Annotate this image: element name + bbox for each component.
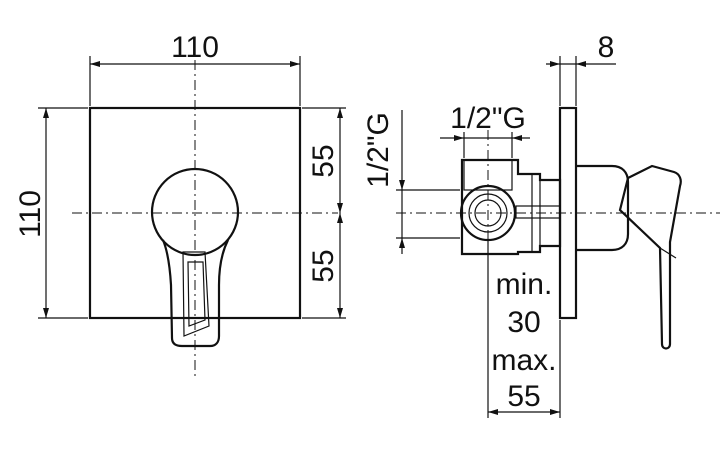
dim-plate-arrow-right	[576, 61, 586, 67]
plate-thickness-label: 8	[598, 31, 615, 64]
handle-lever	[161, 239, 229, 348]
depth-max-value: 55	[507, 380, 540, 413]
side-lever-detail	[659, 247, 677, 259]
side-view: 8 1/2"G 1/2"G	[362, 31, 720, 418]
dim-right-arrow-mid-up	[337, 203, 343, 213]
dim-thread-arrow-right	[512, 135, 522, 141]
handle-lever-slot	[187, 261, 206, 327]
dim-plate-arrow-left	[550, 61, 560, 67]
dim-top-arrow-right	[290, 61, 300, 67]
front-upper-half-label: 55	[307, 144, 340, 177]
dim-inlet-arrow-bottom	[399, 238, 405, 248]
front-lower-half-label: 55	[307, 249, 340, 282]
handle-knob	[150, 167, 240, 257]
side-handle-profile	[576, 164, 630, 252]
depth-min-value: 30	[507, 306, 540, 339]
depth-max-label: max.	[491, 344, 556, 377]
front-height-label: 110	[14, 190, 47, 238]
valve-body	[460, 158, 562, 256]
dim-left-arrow-bottom	[43, 308, 49, 318]
dim-right-arrow-mid-down	[337, 213, 343, 223]
outlet-connection-inner	[468, 193, 508, 233]
side-lever	[618, 164, 682, 350]
dim-top-arrow-left	[90, 61, 100, 67]
outlet-thread-label: 1/2"G	[362, 112, 395, 188]
dim-inlet-arrow-top	[399, 180, 405, 190]
front-width-label: 110	[171, 31, 219, 64]
dim-depth-arrow-right	[550, 409, 560, 415]
front-view: 110 110 55 55	[14, 31, 346, 378]
dim-right-arrow-bottom	[337, 308, 343, 318]
handle-lever-inner	[182, 251, 210, 337]
dim-right-arrow-top	[337, 108, 343, 118]
dim-depth-arrow-left	[488, 409, 498, 415]
inlet-thread-label: 1/2"G	[450, 102, 526, 135]
depth-min-label: min.	[496, 268, 553, 301]
dim-thread-arrow-left	[454, 135, 464, 141]
dim-left-arrow-top	[43, 108, 49, 118]
cartridge-stem	[515, 205, 561, 219]
